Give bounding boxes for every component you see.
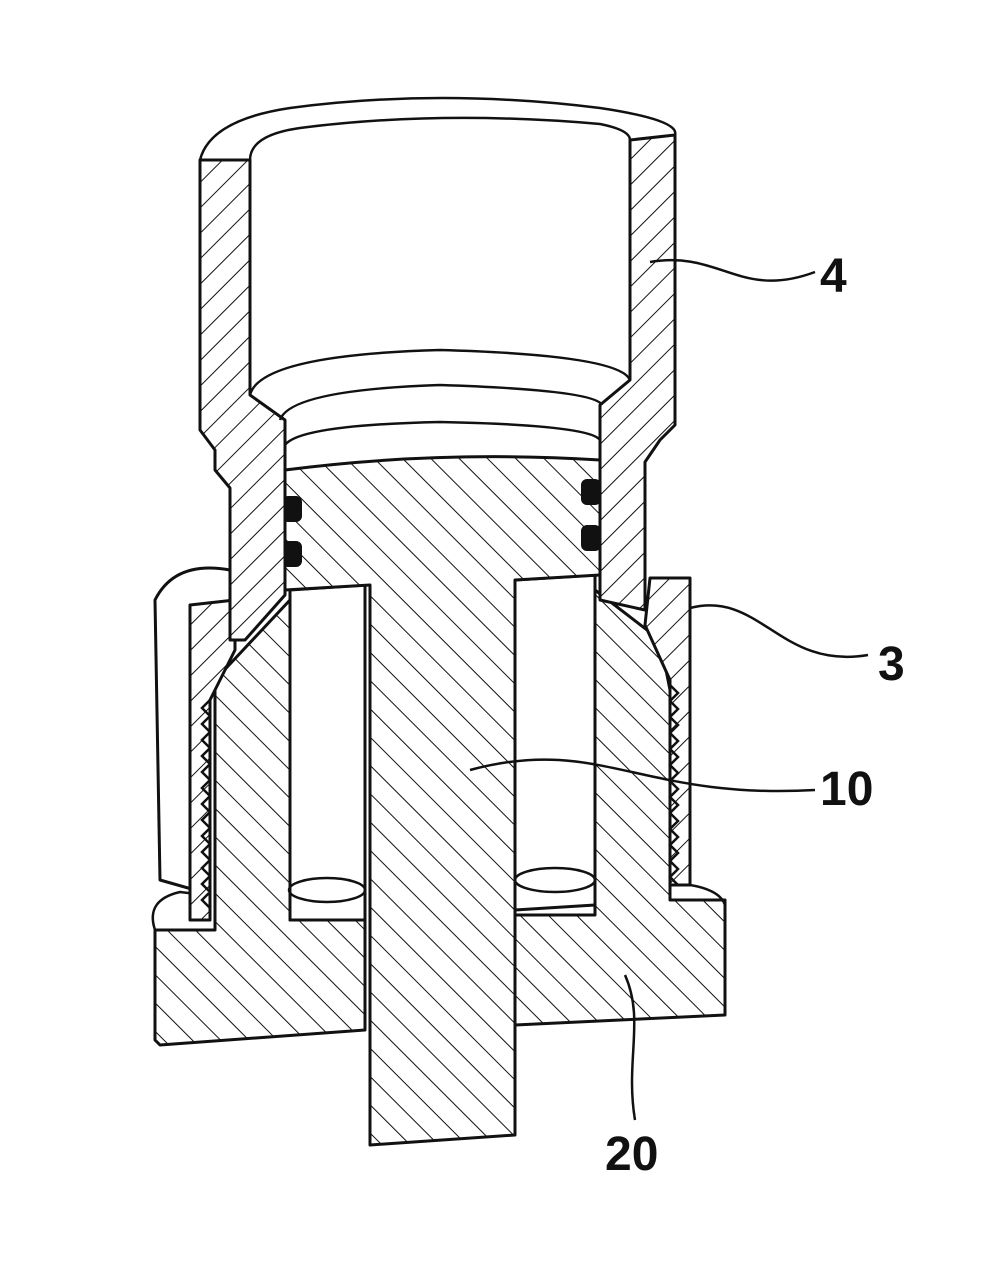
label-part-4: 4 — [820, 250, 847, 303]
label-part-3: 3 — [878, 638, 905, 691]
seal-right-upper — [582, 480, 600, 504]
label-part-10: 10 — [820, 763, 873, 816]
label-part-20: 20 — [605, 1128, 658, 1181]
seal-right-lower — [582, 526, 600, 550]
leader-3 — [690, 605, 868, 657]
